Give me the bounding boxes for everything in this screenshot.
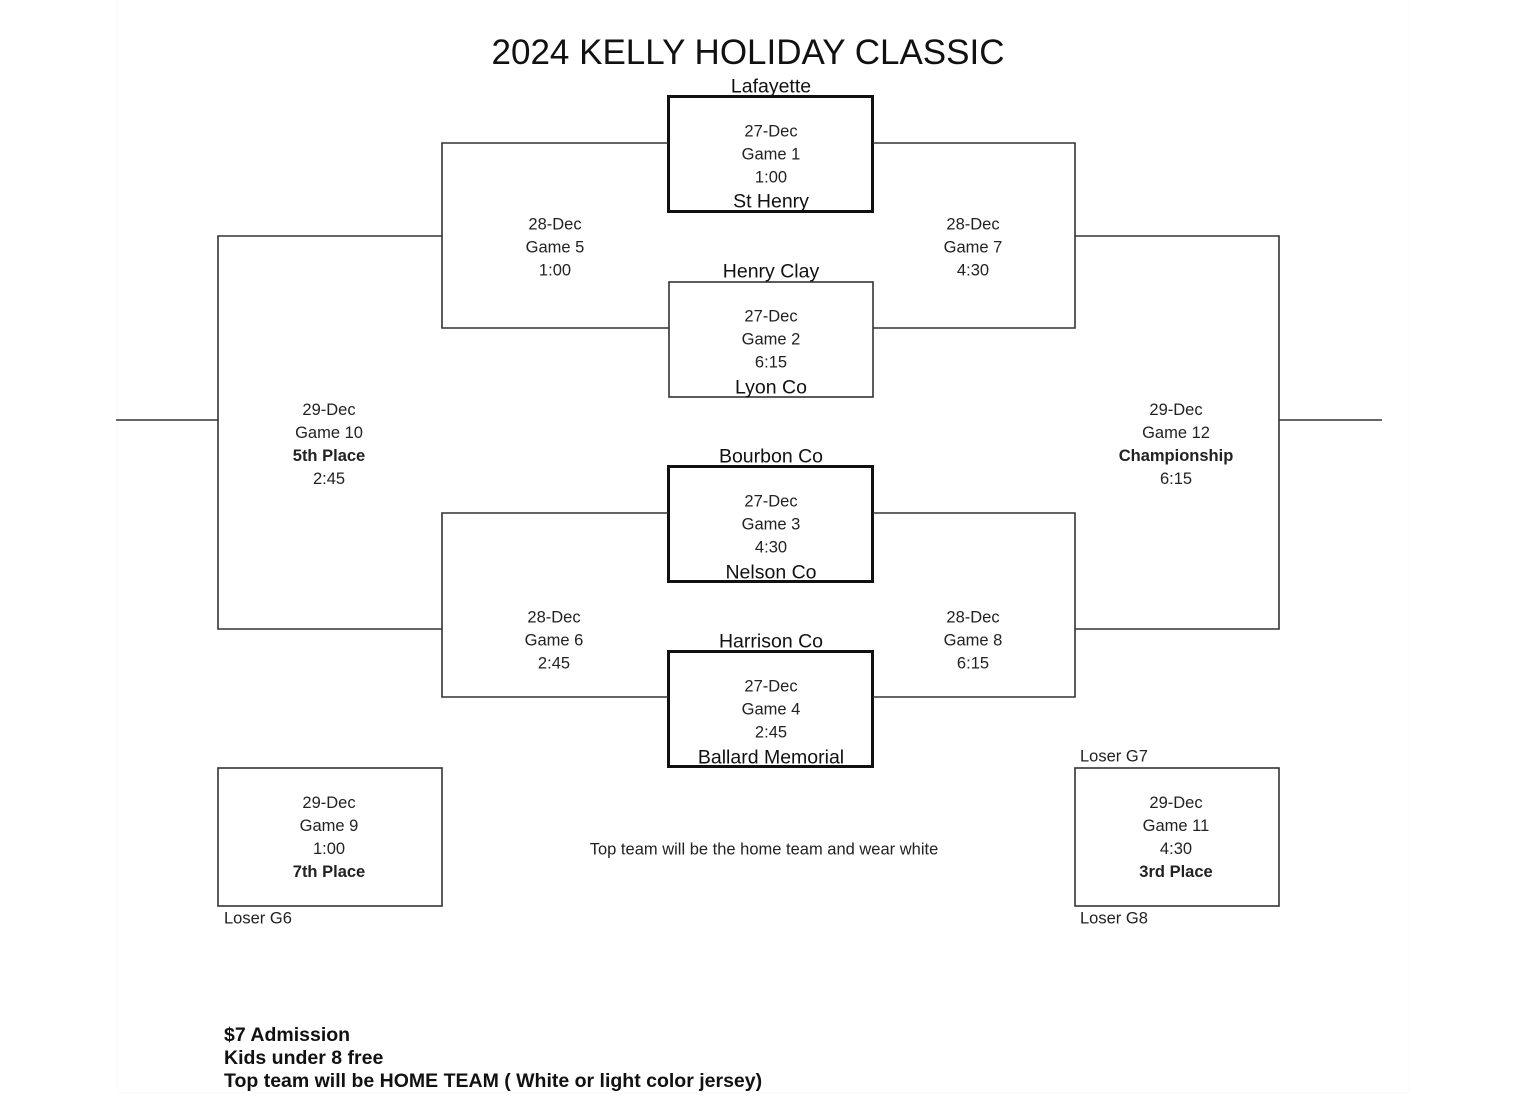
game-time: 2:45 <box>537 654 571 673</box>
game-date: 29-Dec <box>302 794 356 812</box>
home-team-note: Top team will be the home team and wear … <box>589 840 939 859</box>
game9-feed-label: Loser G6 <box>224 909 292 928</box>
game1-info: 27-Dec Game 1 1:00 <box>742 121 801 190</box>
game12-bracket <box>1075 235 1280 630</box>
team-name: Nelson Co <box>725 561 817 584</box>
home-team-text: Top team will be HOME TEAM ( White or li… <box>224 1070 763 1092</box>
team-name: Lyon Co <box>735 376 807 399</box>
game-number: Game 11 <box>1142 817 1210 835</box>
game-time: 2:45 <box>312 470 346 488</box>
game4-info: 27-Dec Game 4 2:45 <box>742 676 801 745</box>
game9-box <box>217 767 443 907</box>
page-title: 2024 KELLY HOLIDAY CLASSIC <box>491 33 1005 72</box>
kids-free-text: Kids under 8 free <box>224 1047 384 1069</box>
game4-box <box>667 650 874 768</box>
game-time: 2:45 <box>754 723 788 742</box>
game-time: 1:00 <box>538 261 572 280</box>
game-label: 7th Place <box>292 863 366 881</box>
team-name: Lafayette <box>730 75 812 98</box>
game-date: 29-Dec <box>1149 794 1203 812</box>
admission-text: $7 Admission <box>224 1024 351 1046</box>
game-time: 6:15 <box>956 654 990 673</box>
game-number: Game 9 <box>299 817 359 835</box>
game-date: 28-Dec <box>946 608 1000 627</box>
team-name: St Henry <box>733 190 809 213</box>
game9-info: 29-Dec Game 9 1:00 7th Place <box>293 792 365 884</box>
game-date: 27-Dec <box>744 307 798 326</box>
game-date: 27-Dec <box>744 677 798 696</box>
game-time: 4:30 <box>956 261 990 280</box>
footer-info: $7 Admission Kids under 8 free Top team … <box>224 1024 762 1093</box>
game-number: Game 10 <box>295 424 363 442</box>
game-number: Game 8 <box>943 631 1003 650</box>
game-date: 27-Dec <box>744 492 798 511</box>
game-date: 29-Dec <box>1149 401 1203 419</box>
game10-info: 29-Dec Game 10 5th Place 2:45 <box>293 399 365 491</box>
game11-box <box>1074 767 1280 907</box>
game-time: 1:00 <box>312 840 346 858</box>
game1-box <box>667 95 874 213</box>
game-number: Game 1 <box>741 145 801 164</box>
game-time: 6:15 <box>754 353 788 372</box>
bracket-page <box>118 0 1408 1092</box>
game6-bracket <box>441 512 668 698</box>
team-name: Bourbon Co <box>718 445 824 468</box>
game3-box <box>667 465 874 583</box>
team-name: Henry Clay <box>722 260 820 283</box>
game-time: 4:30 <box>754 538 788 557</box>
game11-top-feed-label: Loser G7 <box>1080 747 1148 766</box>
game-number: Game 4 <box>741 700 801 719</box>
game-label: 3rd Place <box>1139 863 1213 881</box>
game-number: Game 3 <box>741 515 801 534</box>
game5-info: 28-Dec Game 5 1:00 <box>526 214 585 283</box>
game-label: 5th Place <box>292 447 366 465</box>
game-number: Game 5 <box>525 238 585 257</box>
game-number: Game 2 <box>741 330 801 349</box>
game-time: 1:00 <box>754 168 788 187</box>
game8-bracket <box>873 512 1076 698</box>
game11-bottom-feed-label: Loser G8 <box>1080 909 1148 928</box>
game-date: 28-Dec <box>528 215 582 234</box>
game-time: 6:15 <box>1159 470 1193 488</box>
game-date: 29-Dec <box>302 401 356 419</box>
game8-info: 28-Dec Game 8 6:15 <box>944 607 1003 676</box>
game6-info: 28-Dec Game 6 2:45 <box>525 607 584 676</box>
game10-bracket <box>217 235 442 630</box>
game-number: Game 7 <box>943 238 1003 257</box>
game12-info: 29-Dec Game 12 Championship 6:15 <box>1119 399 1234 491</box>
game2-info: 27-Dec Game 2 6:15 <box>742 306 801 375</box>
game-date: 27-Dec <box>744 122 798 141</box>
game11-info: 29-Dec Game 11 4:30 3rd Place <box>1139 792 1212 884</box>
team-name: Ballard Memorial <box>697 746 845 769</box>
game-number: Game 12 <box>1142 424 1210 442</box>
game-time: 4:30 <box>1159 840 1193 858</box>
game-number: Game 6 <box>524 631 584 650</box>
game-label: Championship <box>1118 447 1234 465</box>
game-date: 28-Dec <box>946 215 1000 234</box>
game3-info: 27-Dec Game 3 4:30 <box>742 491 801 560</box>
game7-info: 28-Dec Game 7 4:30 <box>944 214 1003 283</box>
game2-box <box>668 281 874 398</box>
game-date: 28-Dec <box>527 608 581 627</box>
team-name: Harrison Co <box>718 630 824 653</box>
